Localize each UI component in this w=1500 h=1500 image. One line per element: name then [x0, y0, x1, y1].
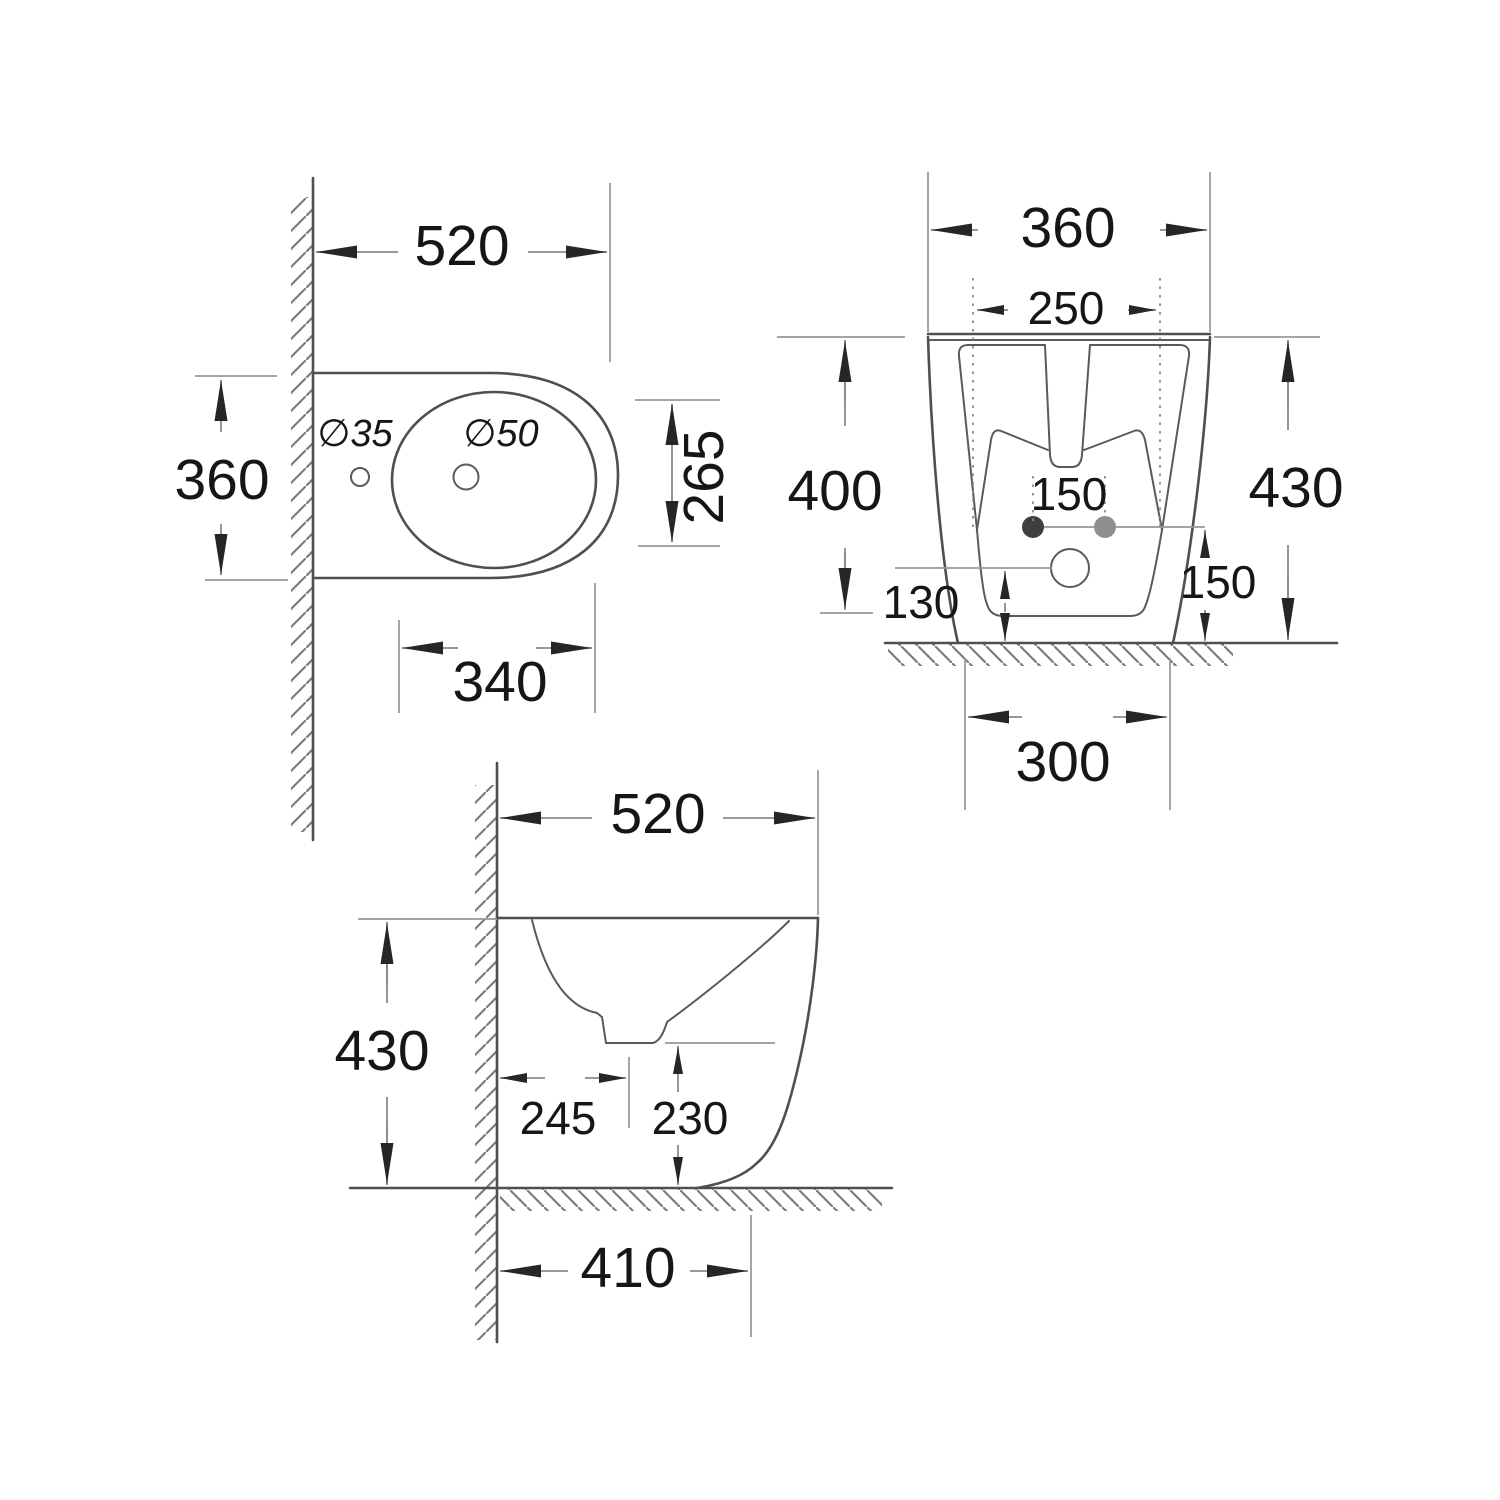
- front-dim-inner-rim-width: 250: [972, 278, 1161, 528]
- front-dim-fixing-hole-height-label: 150: [1180, 556, 1257, 608]
- front-dim-shelf-height-label: 400: [787, 459, 882, 523]
- front-dim-overall-width-label: 360: [1020, 196, 1115, 260]
- plan-drain-hole-label: ∅50: [463, 413, 538, 455]
- front-dim-fixing-hole-spacing: 150: [1031, 468, 1108, 522]
- side-dim-outlet-offset: 245: [500, 1057, 630, 1144]
- plan-dim-overall-width: 520: [316, 183, 611, 362]
- front-dim-overall-height: 430: [1214, 336, 1344, 640]
- side-bowl-curve-left: [531, 919, 598, 1014]
- side-wall-hatching: [475, 785, 497, 1340]
- front-dim-shelf-height: 400: [777, 336, 905, 614]
- side-dim-outlet-offset-label: 245: [520, 1092, 597, 1144]
- front-dim-inner-rim-width-label: 250: [1028, 282, 1105, 334]
- front-tap-block: [1044, 344, 1091, 468]
- front-left-side: [926, 335, 960, 645]
- plan-dim-overall-depth: 360: [174, 375, 288, 581]
- plan-bowl-oval: [390, 390, 598, 570]
- front-dim-fixing-hole-spacing-label: 150: [1031, 468, 1108, 520]
- side-view: 520 430 245 230: [334, 761, 894, 1344]
- front-fixing-hole-right: [1094, 516, 1116, 538]
- side-dim-base-depth: 410: [500, 1215, 752, 1337]
- side-floor-hatching: [500, 1189, 882, 1211]
- side-spout-outline: [596, 1012, 668, 1044]
- plan-bidet-outline: [311, 371, 620, 580]
- front-basin-lower-outline: [976, 529, 1163, 617]
- side-dim-overall-depth-label: 520: [610, 782, 705, 846]
- front-dim-overall-width: 360: [927, 172, 1211, 332]
- plan-dim-bowl-offset-label: 340: [452, 650, 547, 714]
- front-dim-outlet-height-label: 130: [883, 576, 960, 628]
- front-basin-wing-left: [976, 429, 1049, 531]
- side-dim-overall-height: 430: [334, 918, 497, 1185]
- side-dim-overall-height-label: 430: [334, 1019, 429, 1083]
- plan-dim-bowl-depth-label: 265: [672, 429, 736, 524]
- side-front-edge: [695, 916, 820, 1190]
- front-dim-fixing-hole-height: 150: [1180, 530, 1257, 641]
- plan-dim-overall-depth-label: 360: [174, 448, 269, 512]
- side-dim-spout-height: 230: [652, 1042, 775, 1185]
- plan-tap-hole-label: ∅35: [317, 413, 393, 455]
- side-dim-base-depth-label: 410: [580, 1236, 675, 1300]
- plan-dim-bowl-offset: 340: [398, 583, 596, 714]
- front-view: 360 250 150 400: [777, 172, 1344, 810]
- front-dim-outlet-height: 130: [883, 571, 1010, 641]
- front-inner-rim-right: [1089, 344, 1191, 531]
- front-floor-hatching: [888, 644, 1233, 666]
- front-basin-wing-right: [1083, 429, 1163, 531]
- plan-dim-overall-width-label: 520: [414, 214, 509, 278]
- side-bowl-curve-right: [666, 920, 790, 1023]
- plan-view: ∅35 ∅50 520 360 265: [174, 176, 736, 842]
- front-inner-rim-left: [957, 344, 1046, 531]
- plan-dim-bowl-depth: 265: [635, 399, 736, 547]
- front-dim-overall-height-label: 430: [1248, 456, 1343, 520]
- front-water-inlet: [1050, 548, 1090, 588]
- front-dim-base-width-label: 300: [1015, 730, 1110, 794]
- front-fixing-hole-left: [1022, 516, 1044, 538]
- plan-wall-hatching: [291, 197, 313, 832]
- side-dim-spout-height-label: 230: [652, 1092, 729, 1144]
- side-dim-overall-depth: 520: [500, 770, 819, 915]
- plan-drain-hole: [452, 463, 480, 491]
- front-dim-base-width: 300: [964, 658, 1171, 810]
- front-right-side: [1171, 335, 1212, 645]
- plan-tap-hole: [350, 467, 370, 487]
